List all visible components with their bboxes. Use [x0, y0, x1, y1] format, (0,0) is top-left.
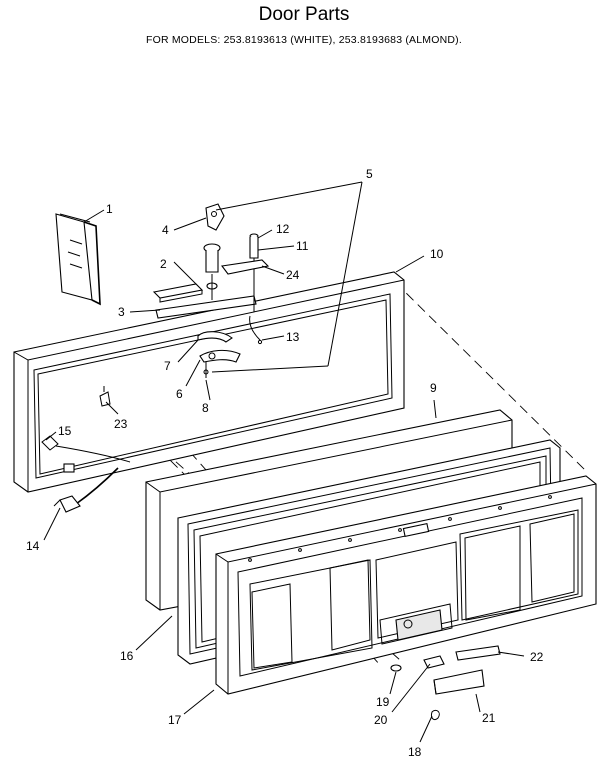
small-hardware-part — [390, 645, 501, 721]
callout-5: 5 — [366, 167, 373, 181]
callout-16: 16 — [120, 649, 134, 663]
leader-lines — [43, 181, 525, 743]
callout-20: 20 — [374, 713, 388, 727]
lock-plate-part — [152, 283, 204, 303]
latch-assembly-part — [197, 331, 241, 378]
callout-22: 22 — [530, 650, 544, 664]
manual-part — [55, 213, 101, 306]
callout-4: 4 — [162, 223, 169, 237]
callout-6: 6 — [176, 387, 183, 401]
callout-10: 10 — [430, 247, 444, 261]
inner-door-panel-part — [215, 475, 597, 695]
callout-21: 21 — [482, 711, 496, 725]
callout-14: 14 — [26, 539, 40, 553]
callout-3: 3 — [118, 305, 125, 319]
callout-2: 2 — [160, 257, 167, 271]
callout-7: 7 — [164, 359, 171, 373]
outer-door-frame-part — [13, 271, 405, 493]
callout-17: 17 — [168, 713, 182, 727]
clip-part — [99, 386, 111, 407]
callout-9: 9 — [430, 381, 437, 395]
callout-11: 11 — [296, 239, 309, 253]
page-title: Door Parts — [258, 4, 350, 25]
wire-part — [249, 315, 263, 345]
hinge-pin-part — [221, 233, 270, 312]
lock-cylinder-part — [203, 243, 221, 300]
callout-labels: 1 2 3 4 5 6 7 8 9 10 11 12 13 14 15 16 1… — [26, 167, 544, 759]
callout-8: 8 — [202, 401, 209, 415]
rivet-holes — [248, 495, 552, 562]
callout-12: 12 — [276, 222, 290, 236]
callout-24: 24 — [286, 268, 300, 282]
callout-18: 18 — [408, 745, 422, 759]
trim-strip-part — [155, 295, 257, 319]
callout-1: 1 — [106, 202, 113, 216]
cord-part — [41, 435, 131, 513]
lock-key-part — [205, 203, 225, 231]
callout-13: 13 — [286, 330, 300, 344]
models-subtitle: FOR MODELS: 253.8193613 (WHITE), 253.819… — [145, 34, 462, 46]
callout-19: 19 — [376, 695, 390, 709]
callout-23: 23 — [114, 417, 128, 431]
callout-15: 15 — [58, 424, 72, 438]
